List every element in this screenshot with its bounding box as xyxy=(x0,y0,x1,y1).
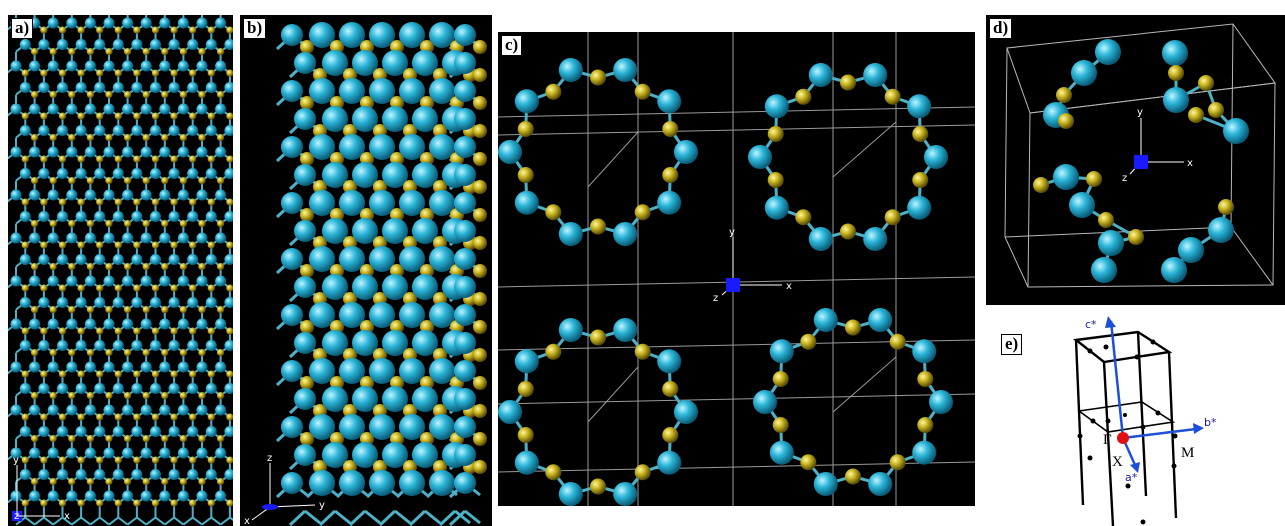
panel-d-axes: y x z xyxy=(1122,107,1193,184)
panel-a-label: a) xyxy=(11,18,34,39)
axis-y-label: y xyxy=(729,227,735,238)
gamma-label: Γ xyxy=(1103,432,1112,448)
origin-marker-icon xyxy=(1134,155,1148,169)
b-star-label: b* xyxy=(1204,416,1217,429)
panel-b-axes: z y x xyxy=(244,453,325,526)
axis-y-label: y xyxy=(319,500,325,511)
brillouin-prism xyxy=(1073,330,1178,526)
axis-x-label: x xyxy=(244,516,250,526)
panel-b-nanotube-side: b) z y x xyxy=(240,15,492,526)
a-star-label: a* xyxy=(1125,471,1138,484)
c-star-label: c* xyxy=(1085,318,1097,331)
axis-x-label: x xyxy=(786,281,792,292)
panel-e-label: e) xyxy=(1001,334,1023,355)
axis-y-label: y xyxy=(1137,107,1143,118)
reciprocal-vectors xyxy=(1105,316,1204,473)
axis-x-label: x xyxy=(1187,158,1193,169)
gamma-point-icon xyxy=(1117,432,1129,444)
panel-c-label: c) xyxy=(501,35,523,56)
panel-a-flat-sheet: a) y x z xyxy=(8,15,233,526)
panel-a-axes: y x z xyxy=(12,455,70,522)
axis-z-label: z xyxy=(713,293,718,304)
panel-d-label: d) xyxy=(989,18,1013,39)
panel-c-lattice: y x z xyxy=(498,32,975,506)
panel-e-brillouin-zone: e) c* b* a* Γ X M xyxy=(1000,316,1285,526)
panel-c-tube-array: c) y x z xyxy=(498,32,975,506)
origin-marker-icon xyxy=(726,278,740,292)
axis-z-label: z xyxy=(267,453,272,464)
panel-e-diagram: c* b* a* Γ X M xyxy=(1073,316,1217,526)
panel-d-unit-cell: d) y x z xyxy=(986,15,1285,305)
axis-z-label: z xyxy=(1122,173,1127,184)
axis-y-label: y xyxy=(13,455,19,466)
panel-b-lattice: z y x xyxy=(244,22,487,526)
panel-d-lattice: y x z xyxy=(1004,23,1276,288)
x-point-label: X xyxy=(1112,454,1123,470)
panel-b-label: b) xyxy=(243,18,267,39)
axis-x-label: x xyxy=(64,511,70,522)
axis-z-label: z xyxy=(14,511,19,522)
brillouin-points xyxy=(1077,339,1178,525)
m-point-label: M xyxy=(1181,445,1194,461)
panel-c-axes: y x z xyxy=(713,227,792,304)
panel-a-lattice: y x z xyxy=(8,15,233,526)
